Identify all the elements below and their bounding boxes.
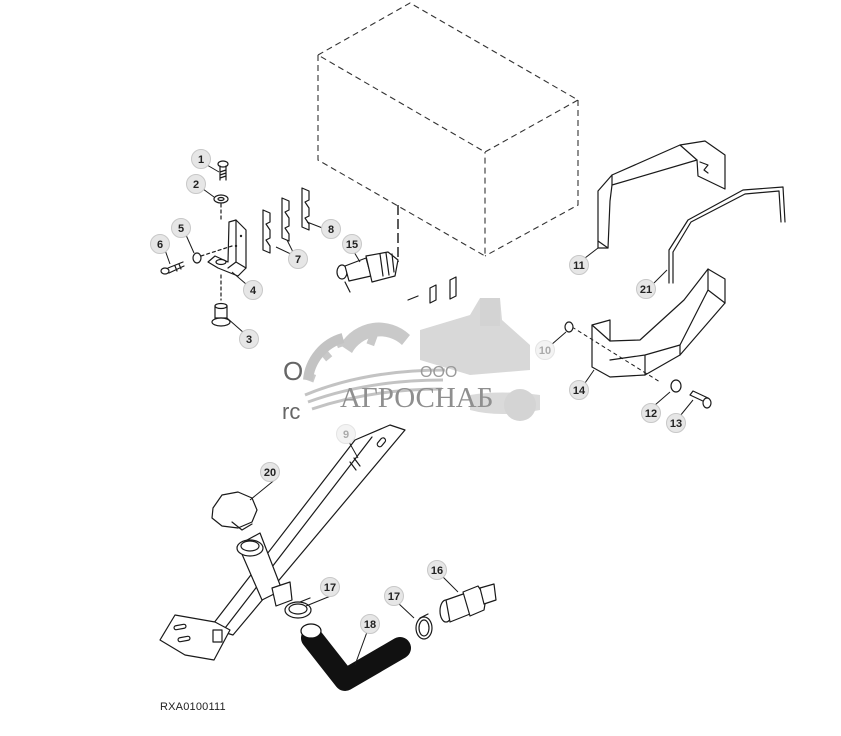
clips-near-tank xyxy=(407,276,457,304)
callout-part-16[interactable]: 16 xyxy=(427,560,447,580)
part-1-bolt xyxy=(217,160,229,181)
callout-part-8[interactable]: 8 xyxy=(321,219,341,239)
callout-part-14[interactable]: 14 xyxy=(569,380,589,400)
callout-part-9[interactable]: 9 xyxy=(336,424,356,444)
part-8-clip xyxy=(301,187,310,231)
part-3-pin xyxy=(211,302,231,327)
part-7-clips xyxy=(262,197,290,254)
part-6-bolt xyxy=(160,261,185,275)
mounting-plate xyxy=(159,614,231,661)
callout-part-21[interactable]: 21 xyxy=(636,279,656,299)
watermark-logo xyxy=(303,298,540,421)
watermark-brand: АГРОСНАБ xyxy=(340,382,494,414)
part-18-hose xyxy=(300,623,411,691)
part-16-elbow-fitting xyxy=(439,583,497,623)
part-11-upper-strap xyxy=(597,140,726,249)
part-14-lower-strap xyxy=(571,268,726,383)
callout-part-1[interactable]: 1 xyxy=(191,149,211,169)
fuel-tank-outline xyxy=(316,2,580,262)
callout-part-4[interactable]: 4 xyxy=(243,280,263,300)
filler-neck xyxy=(236,532,293,607)
callout-part-2[interactable]: 2 xyxy=(186,174,206,194)
part-4-angle-bracket xyxy=(207,219,247,301)
watermark-fragment-top: O xyxy=(283,356,304,386)
callout-part-18[interactable]: 18 xyxy=(360,614,380,634)
figure-id-label: RXA0100111 xyxy=(160,701,226,713)
callout-part-7[interactable]: 7 xyxy=(288,249,308,269)
part-13-bolt xyxy=(689,390,712,409)
callout-part-10[interactable]: 10 xyxy=(535,340,555,360)
part-20-filler-cap xyxy=(211,491,258,531)
callout-part-20[interactable]: 20 xyxy=(260,462,280,482)
leader-lines xyxy=(164,164,694,666)
watermark-prefix: ООО xyxy=(420,364,458,381)
part-5-washer xyxy=(192,245,233,264)
callout-part-17[interactable]: 17 xyxy=(320,577,340,597)
watermark-fragment-bottom: rc xyxy=(282,399,301,424)
part-10-nut xyxy=(564,321,574,333)
part-12-washer xyxy=(670,379,682,393)
callout-part-3[interactable]: 3 xyxy=(239,329,259,349)
callout-part-12[interactable]: 12 xyxy=(641,403,661,423)
part-17-hose-clamp-right xyxy=(415,613,433,640)
callout-part-17[interactable]: 17 xyxy=(384,586,404,606)
callout-part-15[interactable]: 15 xyxy=(342,234,362,254)
part-15-fuel-sender xyxy=(336,251,399,293)
callout-part-13[interactable]: 13 xyxy=(666,413,686,433)
part-2-washer xyxy=(213,194,229,223)
part-17-hose-clamp-left xyxy=(284,597,312,619)
callout-part-5[interactable]: 5 xyxy=(171,218,191,238)
filler-tube xyxy=(209,424,406,636)
callout-part-11[interactable]: 11 xyxy=(569,255,589,275)
callout-part-6[interactable]: 6 xyxy=(150,234,170,254)
part-21-rod xyxy=(668,186,786,284)
